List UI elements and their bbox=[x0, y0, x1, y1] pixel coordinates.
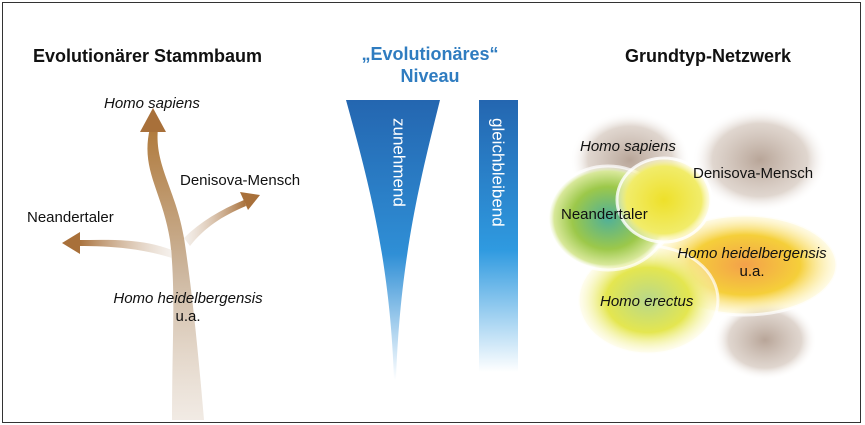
tree-label-heidelbergensis: Homo heidelbergensis bbox=[113, 290, 263, 307]
blob-overlap bbox=[615, 156, 713, 244]
tree-label-ua: u.a. bbox=[175, 308, 200, 325]
constant-level-bar bbox=[479, 100, 518, 372]
left-title: Evolutionärer Stammbaum bbox=[33, 46, 262, 66]
label-constant: gleichbleibend bbox=[489, 118, 508, 227]
arrow-head-denisova bbox=[240, 192, 260, 210]
middle-title-line1: „Evolutionäres“ bbox=[361, 44, 498, 64]
net-label-ua: u.a. bbox=[739, 263, 764, 280]
label-increasing: zunehmend bbox=[390, 118, 409, 207]
net-label-erectus: Homo erectus bbox=[600, 293, 694, 310]
middle-title-line2: Niveau bbox=[400, 66, 459, 86]
increasing-level-cone bbox=[346, 100, 440, 380]
arrow-head-sapiens bbox=[140, 108, 166, 132]
blob-denisova bbox=[692, 108, 828, 212]
tree-trunk bbox=[147, 128, 204, 420]
net-label-heidelbergensis: Homo heidelbergensis bbox=[677, 245, 827, 262]
phylogenetic-tree bbox=[62, 108, 260, 420]
branch-denisova bbox=[184, 200, 246, 246]
tree-label-homo-sapiens: Homo sapiens bbox=[104, 95, 200, 112]
basic-type-network bbox=[546, 108, 839, 380]
tree-label-denisova: Denisova-Mensch bbox=[180, 172, 300, 189]
net-label-neandertaler: Neandertaler bbox=[561, 206, 648, 223]
net-label-denisova: Denisova-Mensch bbox=[693, 165, 813, 182]
arrow-head-neandertaler bbox=[62, 232, 80, 254]
blob-extra bbox=[713, 300, 817, 380]
net-label-homo-sapiens: Homo sapiens bbox=[580, 138, 676, 155]
branch-neandertaler bbox=[78, 239, 172, 258]
right-title: Grundtyp-Netzwerk bbox=[625, 46, 792, 66]
tree-label-neandertaler: Neandertaler bbox=[27, 209, 114, 226]
